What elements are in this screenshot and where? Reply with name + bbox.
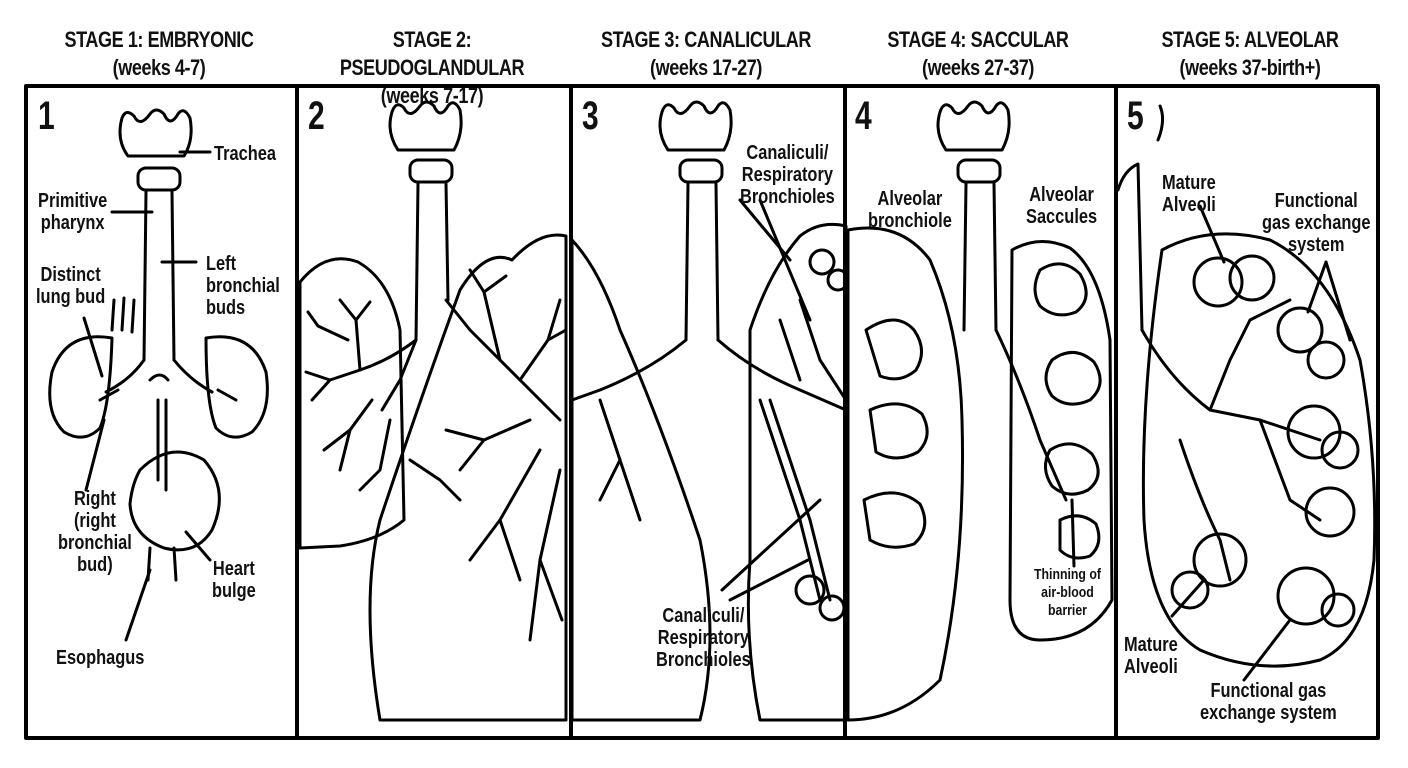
label-heart-bulge: Heart bulge [212,558,256,602]
label-right-bronchial-bud: Right (right bronchial bud) [58,488,132,576]
label-mature-alveoli-bottom: Mature Alveoli [1124,634,1178,678]
label-esophagus: Esophagus [56,647,144,669]
panel-number-3: 3 [582,96,599,136]
label-mature-alveoli-top: Mature Alveoli [1162,172,1216,216]
panel-number-1: 1 [38,96,55,136]
pseudoglandular-lung-drawing [300,102,566,720]
label-primitive-pharynx: Primitive pharynx [38,190,107,234]
label-distinct-lung-bud: Distinct lung bud [36,264,105,308]
label-canaliculi-bottom: Canaliculi/ Respiratory Bronchioles [656,605,751,671]
label-trachea: Trachea [214,143,276,165]
label-alveolar-bronchiole: Alveolar bronchiole [868,188,952,232]
panel-number-4: 4 [855,96,872,136]
label-alveolar-saccules: Alveolar Saccules [1026,184,1097,228]
panel-number-5: 5 [1127,96,1144,136]
label-canaliculi-top: Canaliculi/ Respiratory Bronchioles [740,142,835,208]
label-thinning-barrier: Thinning of air-blood barrier [1034,566,1101,620]
label-left-bronchial-buds: Left bronchial buds [206,253,280,319]
label-functional-bottom: Functional gas exchange system [1200,680,1337,724]
label-functional-top: Functional gas exchange system [1262,190,1370,256]
panel-number-2: 2 [308,96,325,136]
